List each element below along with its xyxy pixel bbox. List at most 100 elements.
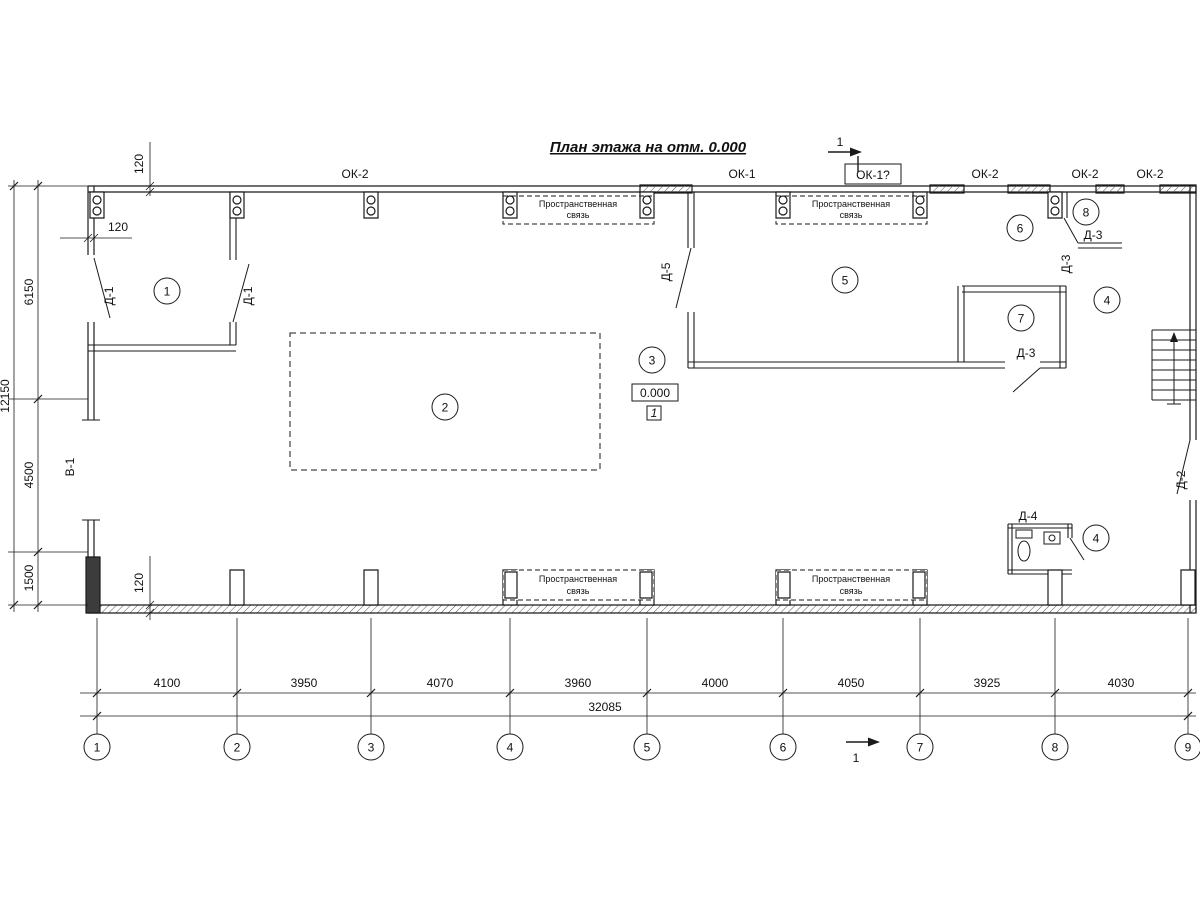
column: [1048, 192, 1062, 218]
room-marker-8: 8: [1073, 199, 1099, 225]
door-leaf-d1a: [94, 258, 110, 318]
dim-total-value: 32085: [588, 700, 622, 714]
room-marker-4a: 4: [1094, 287, 1120, 313]
dim-value: 1500: [22, 564, 36, 591]
dim-value: 3950: [291, 676, 318, 690]
dimensions-bottom: [80, 618, 1196, 734]
column: [230, 192, 244, 218]
room-number: 8: [1083, 206, 1090, 220]
elevation-floor-mark: 1: [651, 406, 658, 420]
wall-pier: [1008, 185, 1050, 193]
section-mark-bottom: 1: [846, 737, 880, 765]
axis-marker-7: 7: [907, 734, 933, 760]
door-leaf-d3c: [1013, 368, 1040, 392]
door-leaf-d5: [676, 248, 691, 308]
door-labels: Д-1 Д-1 Д-5 Д-3 Д-3 Д-3 Д-4 Д-2 В-1: [63, 228, 1188, 523]
stairs: [1152, 330, 1196, 404]
toilet-bowl: [1018, 541, 1030, 561]
door-label-d4: Д-4: [1019, 509, 1038, 523]
section-number: 1: [853, 751, 860, 765]
outer-walls: [86, 185, 1196, 613]
tie-box-top-2: Пространственная связь: [776, 196, 927, 224]
room-number: 2: [442, 401, 449, 415]
column: [1181, 570, 1195, 605]
axis-number: 9: [1185, 741, 1192, 755]
tie-label-line2: связь: [567, 586, 590, 596]
dim-value: 3960: [565, 676, 592, 690]
window-labels: ОК-2 ОК-1 ОК-1? ОК-2 ОК-2 ОК-2: [342, 164, 1164, 184]
dim-value: 4100: [154, 676, 181, 690]
dim-value: 4500: [22, 461, 36, 488]
axis-number: 3: [368, 741, 375, 755]
dim-ticks-total: [10, 182, 18, 609]
section-arrow: [850, 147, 862, 157]
dimensions-left: [8, 180, 88, 612]
dim-value: 4050: [838, 676, 865, 690]
axis-number: 7: [917, 741, 924, 755]
gate-label-v1: В-1: [63, 457, 77, 476]
column: [776, 192, 790, 218]
door-leaf-d1b: [233, 264, 249, 322]
room-number: 7: [1018, 312, 1025, 326]
axis-marker-6: 6: [770, 734, 796, 760]
axis-number: 4: [507, 741, 514, 755]
room-marker-4b: 4: [1083, 525, 1109, 551]
room-marker-1: 1: [154, 278, 180, 304]
tie-label-line1: Пространственная: [812, 574, 890, 584]
tie-box-bottom-2: Пространственная связь: [776, 570, 927, 600]
door-label-d3c: Д-3: [1017, 346, 1036, 360]
room-marker-2: 2: [432, 394, 458, 420]
room-marker-6: 6: [1007, 215, 1033, 241]
window-label-ok1: ОК-1: [729, 167, 756, 181]
room-marker-7: 7: [1008, 305, 1034, 331]
stair-direction-arrow: [1170, 332, 1178, 342]
tie-label-line2: связь: [567, 210, 590, 220]
column: [90, 192, 104, 218]
dim-value: 3925: [974, 676, 1001, 690]
elevation-value: 0.000: [640, 386, 670, 400]
room-number: 6: [1017, 222, 1024, 236]
column: [230, 570, 244, 605]
axis-number: 8: [1052, 741, 1059, 755]
dim-value: 4070: [427, 676, 454, 690]
small-offset-texts: 120 120 120: [108, 154, 146, 593]
room-markers: 1 2 3 5 6 7 8 4 4: [154, 199, 1120, 551]
axis-number: 1: [94, 741, 101, 755]
dim-ticks: [93, 689, 1192, 697]
column: [503, 192, 517, 218]
section-arrow: [868, 737, 880, 747]
door-leaf-d3-room8: [1064, 218, 1078, 243]
room-number: 1: [164, 285, 171, 299]
axis-marker-1: 1: [84, 734, 110, 760]
axis-number: 6: [780, 741, 787, 755]
window-label-ok2: ОК-2: [1072, 167, 1099, 181]
room-number: 5: [842, 274, 849, 288]
tie-label-line2: связь: [840, 210, 863, 220]
tie-box-bottom-1: Пространственная связь: [503, 570, 654, 600]
room-marker-3: 3: [639, 347, 665, 373]
door-label-d1a: Д-1: [102, 286, 116, 305]
room-number: 4: [1104, 294, 1111, 308]
door-label-d3a: Д-3: [1084, 228, 1103, 242]
wall-pier: [1096, 185, 1124, 193]
section-number: 1: [837, 135, 844, 149]
axis-marker-3: 3: [358, 734, 384, 760]
window-label-ok2: ОК-2: [342, 167, 369, 181]
door-leaf-d2: [1177, 440, 1190, 494]
interior-walls: [88, 192, 1122, 574]
door-label-d5: Д-5: [659, 262, 673, 281]
window-label-ok2: ОК-2: [1137, 167, 1164, 181]
door-leaf-d4: [1070, 538, 1084, 560]
column: [1048, 570, 1062, 605]
top-columns: [90, 192, 1062, 218]
dimension-texts-bottom: 4100 3950 4070 3960 4000 4050 3925 4030 …: [154, 676, 1135, 714]
corner-pier: [86, 557, 100, 613]
small-offset-dimensions: [60, 142, 162, 620]
axis-marker-5: 5: [634, 734, 660, 760]
sink-drain: [1049, 535, 1055, 541]
axis-marker-2: 2: [224, 734, 250, 760]
door-label-d2: Д-2: [1174, 470, 1188, 489]
sanitary-fixtures: [1016, 530, 1060, 561]
